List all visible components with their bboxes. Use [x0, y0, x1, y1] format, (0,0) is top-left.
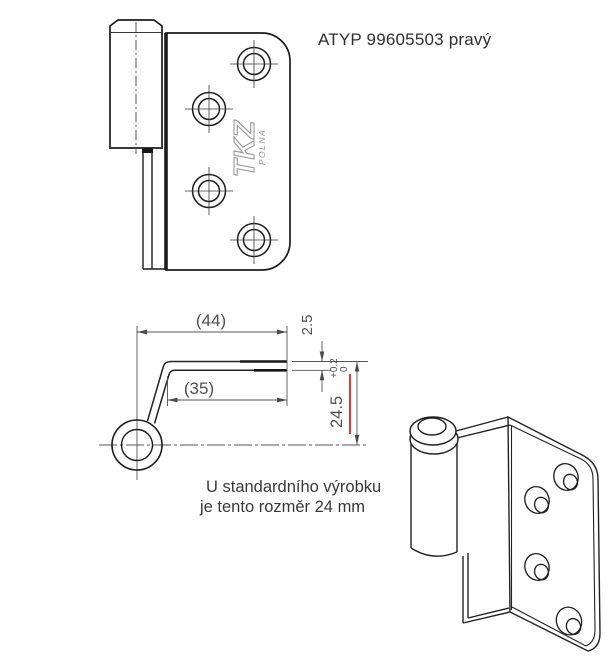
screw-hole-top-right — [230, 40, 278, 88]
screw-hole-mid-lower — [185, 167, 233, 215]
iso-hole-mid-upper — [524, 485, 550, 515]
dim-24-5: 24.5 +0.2 0 — [292, 358, 368, 445]
dim-24-5-tol-plus: +0.2 — [329, 358, 340, 378]
dim-24-5-label: 24.5 — [328, 396, 346, 428]
dim-44-label: (44) — [196, 311, 226, 330]
tkz-logo: TKZ POLNA — [228, 119, 267, 178]
iso-plate-thickness-right — [580, 458, 596, 647]
drawing-title: ATYP 99605503 pravý — [318, 30, 492, 49]
screw-hole-bottom-right — [230, 216, 278, 264]
iso-barrel-fill — [411, 434, 457, 557]
front-view: TKZ POLNA — [109, 19, 291, 271]
dim-2-5: 2.5 — [292, 315, 331, 392]
dim-35: (35) — [167, 376, 287, 406]
iso-web — [455, 416, 511, 624]
dim-24-5-tol-zero: 0 — [339, 366, 350, 372]
iso-pin-top — [417, 417, 447, 436]
isometric-view — [409, 415, 601, 652]
iso-plate — [507, 415, 601, 652]
iso-hole-mid-lower — [524, 552, 550, 582]
iso-barrel-body — [410, 437, 458, 557]
knuckle-strip — [142, 148, 166, 270]
pin-gap — [142, 148, 153, 153]
pivot-outer-circle — [111, 419, 163, 471]
iso-plate-thickness-top — [509, 424, 582, 460]
hinge-plate — [165, 32, 291, 271]
iso-hole-bottom-right — [555, 606, 583, 636]
pivot-inner-circle — [120, 428, 154, 462]
note-text: U standardního výrobku je tento rozměr 2… — [200, 477, 381, 517]
iso-hole-top-right — [553, 462, 579, 492]
dim-35-label: (35) — [184, 379, 214, 398]
iso-plate-thickness-bottom — [511, 606, 587, 647]
logo-brand-text: TKZ — [229, 120, 261, 178]
note-line-1: U standardního výrobku — [206, 478, 382, 496]
leaf-profile-outer — [146, 360, 287, 422]
dim-44: (44) — [137, 311, 288, 406]
leaf-profile-inner — [153, 369, 287, 424]
screw-hole-mid-upper — [185, 85, 233, 133]
dim-2-5-label: 2.5 — [299, 315, 316, 336]
note-line-2: je tento rozměr 24 mm — [200, 498, 366, 516]
logo-sub-text: POLNA — [257, 129, 267, 165]
side-profile-view: (44) (35) 2.5 — [99, 311, 368, 480]
